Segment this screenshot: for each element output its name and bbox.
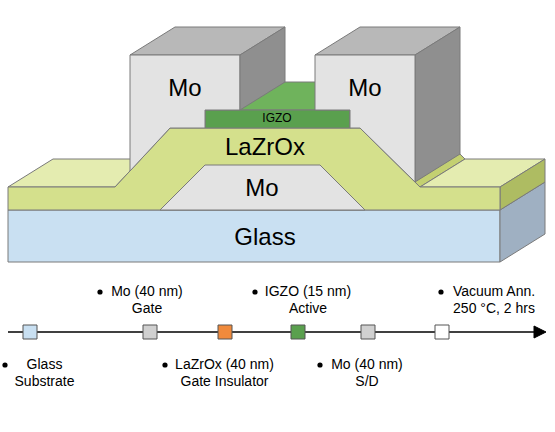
step-marker: [143, 325, 157, 339]
bullet: [2, 362, 8, 368]
insulator-side: [500, 159, 545, 210]
layer-name: Mo: [348, 74, 381, 102]
step-marker: [23, 325, 37, 339]
bullet: [438, 289, 444, 295]
step-text: Mo (40 nm) Gate: [111, 283, 183, 316]
layer-name: Glass: [234, 223, 295, 251]
glass-substrate: Glass: [234, 223, 295, 251]
arrow-head: [534, 326, 546, 338]
bullet-dot: [438, 289, 443, 294]
drain-front: [315, 55, 415, 182]
source-side: [240, 27, 285, 110]
process-step: Mo (40 nm) S/D: [315, 356, 407, 390]
step-marker: [361, 325, 375, 339]
gate-electrode: Mo: [245, 174, 278, 202]
layer-name: IGZO: [262, 112, 291, 126]
step-marker: [218, 325, 232, 339]
drain-side: [415, 27, 460, 182]
active-layer: IGZO: [262, 112, 291, 126]
process-step: Vacuum Ann. 250 °C, 2 hrs: [436, 283, 540, 317]
source-electrode: Mo: [168, 74, 201, 102]
gate-electrode: [160, 165, 365, 210]
bullet-dot: [97, 289, 102, 294]
igzo-front: [205, 110, 350, 128]
step-marker: [435, 325, 449, 339]
bullet: [317, 362, 323, 368]
step-text: Vacuum Ann. 250 °C, 2 hrs: [453, 283, 535, 316]
step-marker: [291, 325, 305, 339]
glass-front: [8, 210, 500, 262]
step-text: Glass Substrate: [15, 356, 75, 389]
step-text: IGZO (15 nm) Active: [265, 283, 351, 316]
step-text: Mo (40 nm) S/D: [331, 356, 403, 389]
bullet: [97, 289, 103, 295]
process-step: LaZrOx (40 nm) Gate Insulator: [160, 356, 277, 390]
source-front: [130, 55, 240, 171]
bullet-dot: [2, 362, 7, 367]
timeline-arrow: [8, 331, 538, 333]
bullet-dot: [252, 289, 257, 294]
layer-name: Mo: [168, 74, 201, 102]
gate-insulator: LaZrOx: [225, 133, 305, 161]
bullet: [162, 362, 168, 368]
process-step: Mo (40 nm) Gate: [95, 283, 187, 317]
bullet: [252, 289, 258, 295]
bullet-dot: [317, 362, 322, 367]
process-step: IGZO (15 nm) Active: [250, 283, 354, 317]
step-text: LaZrOx (40 nm) Gate Insulator: [175, 356, 274, 389]
drain-electrode: Mo: [348, 74, 381, 102]
bullet-dot: [162, 362, 167, 367]
layer-name: LaZrOx: [225, 133, 305, 161]
process-step: Glass Substrate: [0, 356, 77, 390]
layer-name: Mo: [245, 174, 278, 202]
